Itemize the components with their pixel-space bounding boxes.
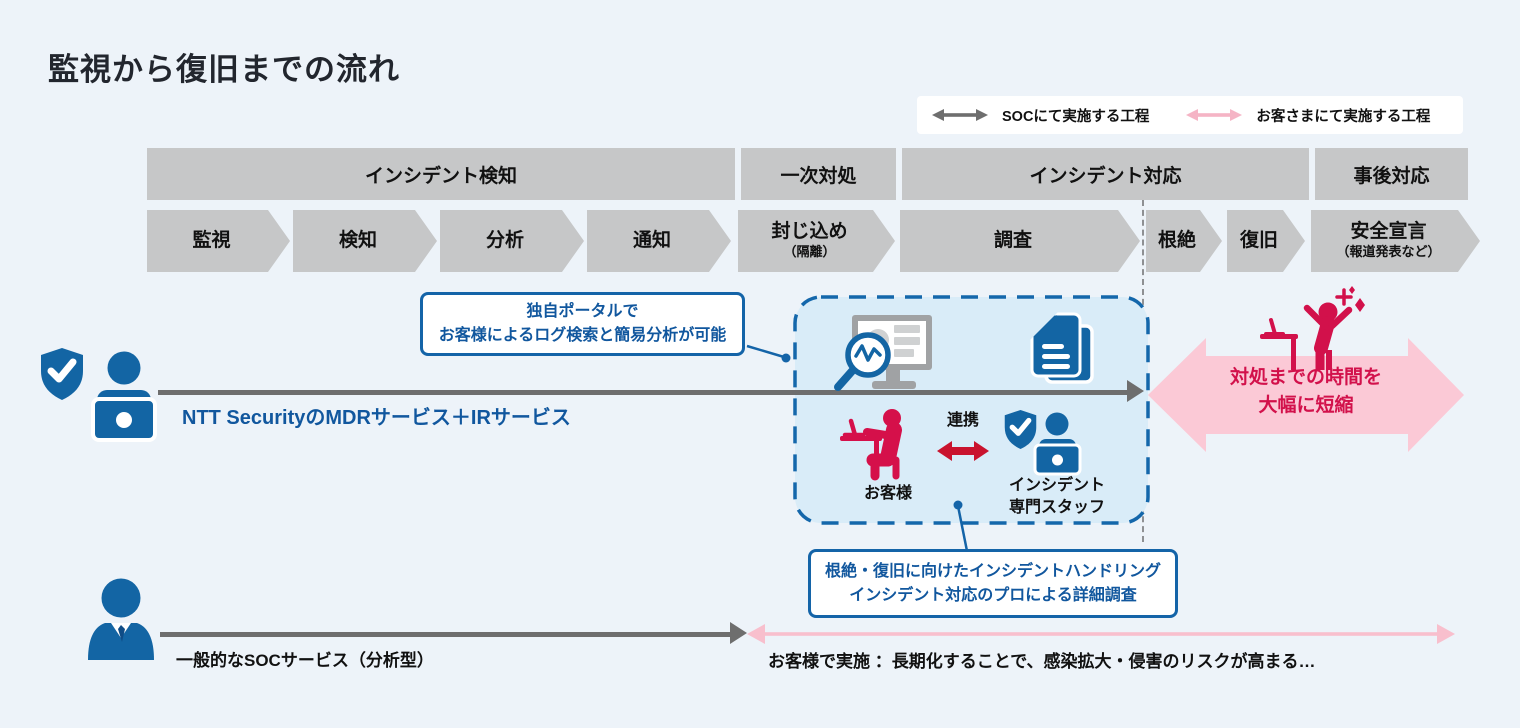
mdr-timeline-arrowhead (1127, 380, 1144, 402)
shield-check-icon (41, 348, 157, 442)
businessman-icon (88, 578, 154, 660)
handling-callout: 根絶・復旧に向けたインシデントハンドリング インシデント対応のプロによる詳細調査 (808, 549, 1178, 618)
phase-header-incident-detection: インシデント検知 (147, 148, 735, 200)
customer-at-desk-icon (840, 409, 902, 481)
step-detection: 検知 (293, 210, 437, 272)
report-documents-icon (1030, 312, 1094, 384)
soc-timeline-arrowhead (730, 622, 747, 644)
link-label: 連携 (946, 412, 979, 429)
soc-service-label: 一般的なSOCサービス（分析型） (176, 651, 434, 670)
customer-label: お客様 (863, 485, 912, 502)
log-search-monitor-icon (834, 315, 932, 391)
phase-header-post-incident: 事後対応 (1315, 148, 1468, 200)
phase-header-first-response: 一次対処 (741, 148, 896, 200)
step-analysis: 分析 (440, 210, 584, 272)
step-safety-declaration: 安全宣言（報道発表など） (1311, 210, 1480, 272)
soc-timeline-arrow (160, 632, 730, 637)
link-double-arrow-icon (937, 441, 989, 461)
step-recovery: 復旧 (1227, 210, 1305, 272)
customer-risk-double-arrow (747, 624, 1455, 644)
incident-staff-icon (1004, 410, 1082, 476)
legend-soc-label: SOCにて実施する工程 (1002, 108, 1150, 125)
legend-customer-label: お客さまにて実施する工程 (1256, 108, 1431, 125)
phase-header-incident-response: インシデント対応 (902, 148, 1309, 200)
step-containment: 封じ込め（隔離） (738, 210, 895, 272)
double-arrow-pink-icon (1186, 109, 1243, 121)
celebrating-person-icon (1260, 286, 1365, 370)
incident-staff-label: インシデント 専門スタッフ (1008, 477, 1105, 516)
step-monitoring: 監視 (147, 210, 290, 272)
mdr-service-label: NTT SecurityのMDRサービス＋IRサービス (182, 407, 571, 429)
benefit-text: 対処までの時間を 大幅に短縮 (1229, 367, 1382, 416)
legend: SOCにて実施する工程 お客さまにて実施する工程 (917, 96, 1463, 134)
double-arrow-gray-icon (932, 109, 988, 121)
step-notification: 通知 (587, 210, 731, 272)
page-title: 監視から復旧までの流れ (48, 52, 400, 87)
benefit-double-arrow (1148, 338, 1464, 452)
portal-callout: 独自ポータルで お客様によるログ検索と簡易分析が可能 (420, 292, 745, 356)
step-eradication: 根絶 (1146, 210, 1222, 272)
staff-shield-check-icon (1004, 410, 1037, 449)
mdr-timeline-arrow (158, 390, 1127, 395)
step-investigation: 調査 (900, 210, 1140, 272)
analyst-laptop-icon (91, 351, 157, 442)
risk-note: お客様で実施 ：長期化することで、感染拡大・侵害のリスクが高まる… (768, 652, 1316, 671)
